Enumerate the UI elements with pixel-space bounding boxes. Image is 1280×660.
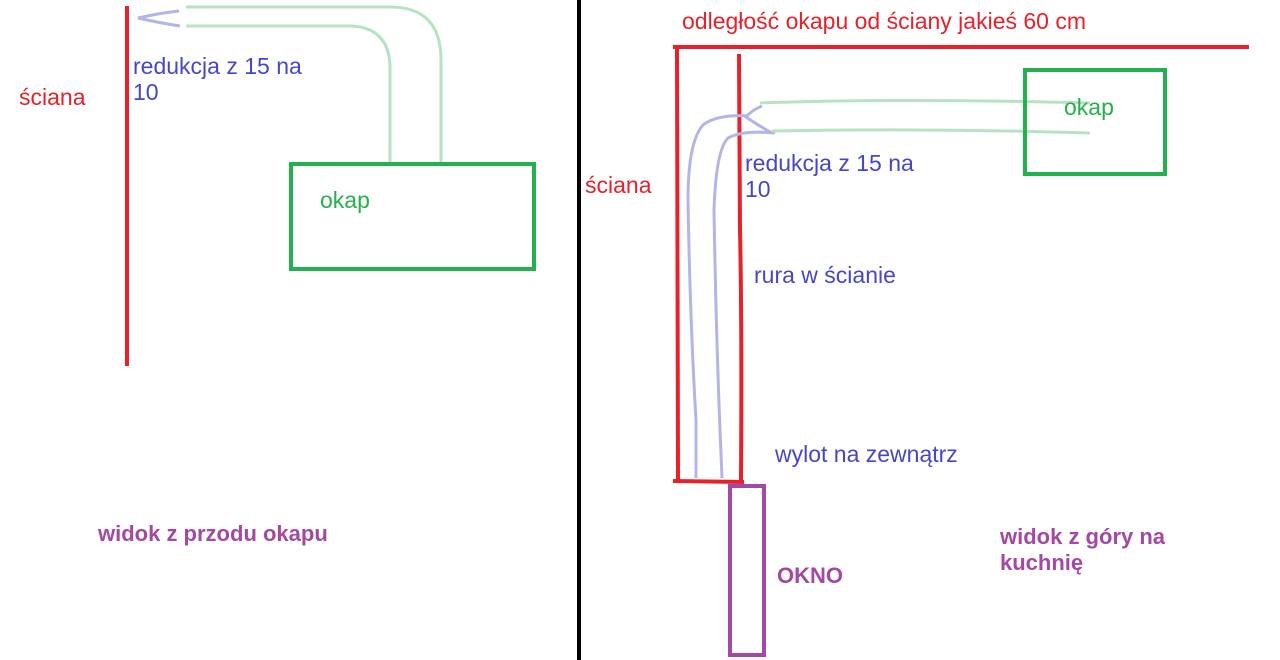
front-duct-inner <box>186 24 392 162</box>
top-wall-bottom-line <box>672 479 745 484</box>
top-reduction-shape <box>743 104 773 135</box>
top-hood-box <box>1023 68 1167 176</box>
front-duct-outer <box>186 5 443 162</box>
top-duct-lower <box>771 128 1091 135</box>
top-reduction-label: redukcja z 15 na 10 <box>745 150 914 202</box>
top-view-caption: widok z góry na kuchnię <box>1000 524 1166 575</box>
top-wall-outer-line <box>737 53 744 481</box>
front-view-caption: widok z przodu okapu <box>98 521 328 546</box>
top-pipe-outer <box>686 114 749 478</box>
window-box <box>728 484 766 657</box>
pipe-in-wall-label: rura w ścianie <box>754 262 896 288</box>
distance-label: odległość okapu od ściany jakieś 60 cm <box>682 8 1087 34</box>
top-duct-upper <box>759 99 1091 105</box>
front-wall-label: ściana <box>19 84 86 110</box>
window-label: OKNO <box>777 563 843 588</box>
outlet-label: wylot na zewnątrz <box>775 441 958 467</box>
top-wall-label: ściana <box>585 172 652 198</box>
top-wall-inner-line <box>675 48 680 481</box>
front-reduction-label: redukcja z 15 na 10 <box>133 53 302 105</box>
top-hood-label: okap <box>1064 94 1114 120</box>
top-pipe-inner <box>712 130 776 479</box>
front-reduction-shape <box>137 9 181 28</box>
front-hood-box <box>289 162 536 271</box>
front-hood-label: okap <box>320 187 370 213</box>
